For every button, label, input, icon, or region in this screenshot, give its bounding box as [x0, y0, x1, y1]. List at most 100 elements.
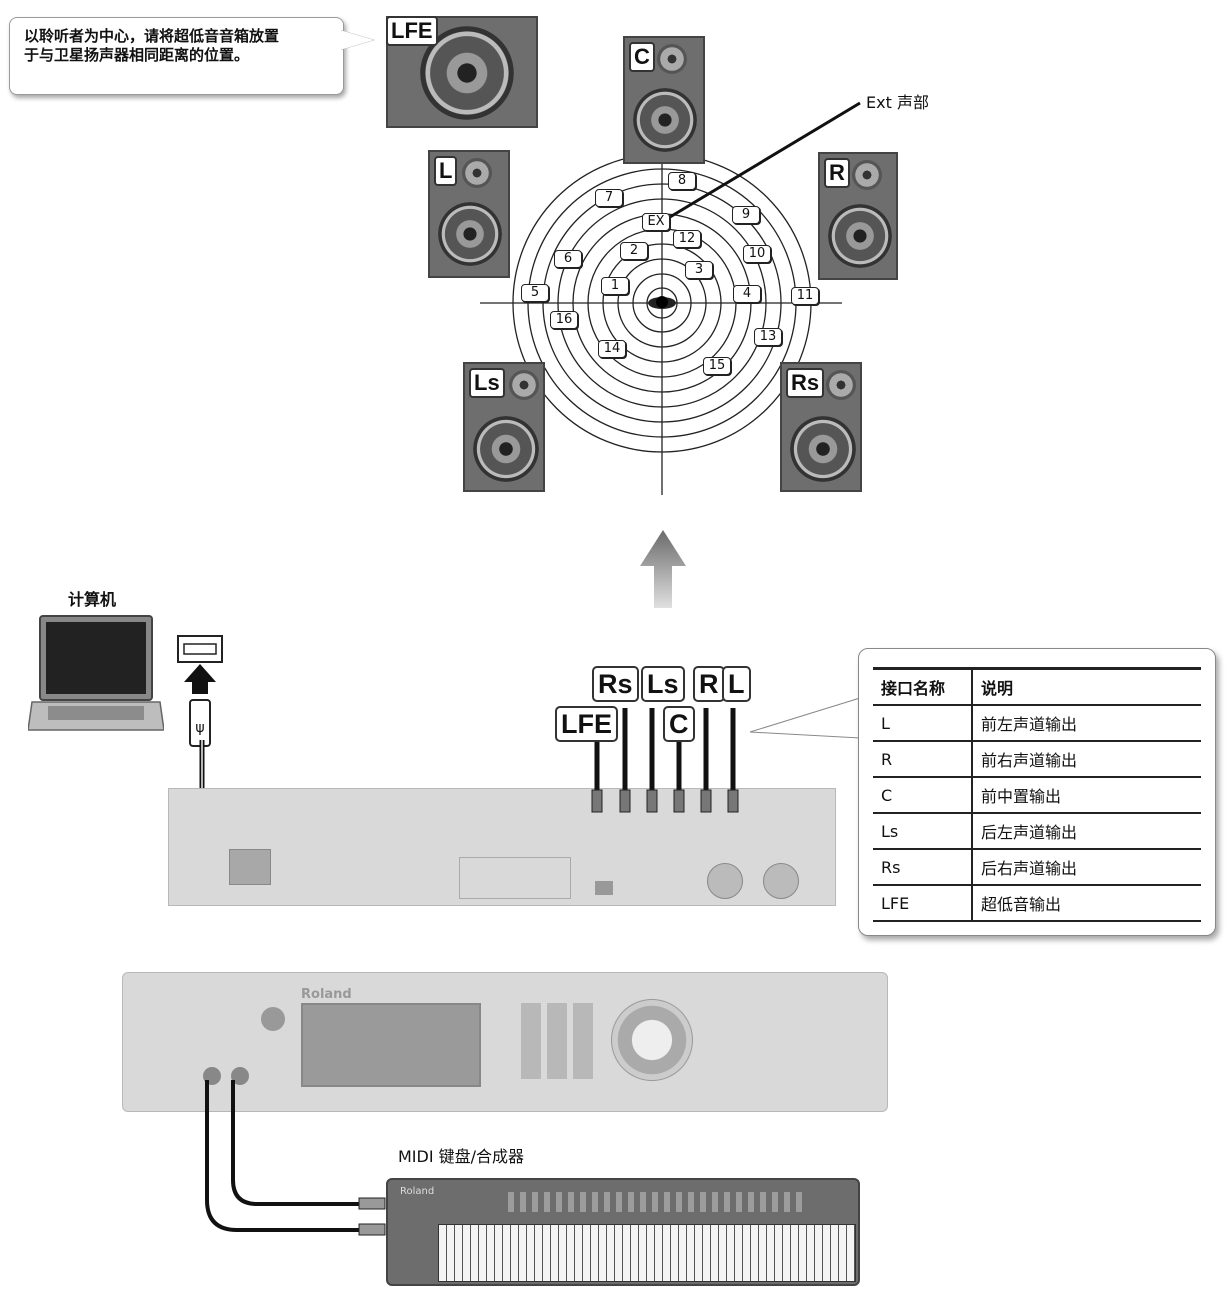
- speaker-center: C: [623, 36, 705, 164]
- zone-tag-2: 2: [620, 242, 648, 260]
- tweeter-icon: [657, 44, 687, 74]
- table-callout-tail: [749, 697, 861, 739]
- speaker-label-rs: Rs: [786, 368, 825, 398]
- speaker-left-surround: Ls: [463, 362, 545, 492]
- callout-line-2: 于与卫星扬声器相同距离的位置。: [24, 46, 250, 64]
- tweeter-icon: [462, 158, 492, 188]
- jack-label-ls: Ls: [641, 666, 685, 702]
- zone-tag-13: 13: [754, 328, 782, 346]
- speaker-label-ls: Ls: [469, 368, 505, 398]
- zone-tag-9: 9: [732, 206, 760, 224]
- woofer-icon: [438, 202, 502, 266]
- usb-connection: ψ: [177, 635, 223, 747]
- header-port-name: 接口名称: [873, 667, 973, 705]
- listening-field: [480, 130, 842, 495]
- zone-tag-5: 5: [521, 284, 549, 302]
- zone-tag-12: 12: [673, 230, 701, 248]
- woofer-icon: [633, 88, 697, 152]
- jack-label-c: C: [663, 706, 695, 742]
- xlr-out-1: [707, 863, 743, 899]
- tweeter-icon: [852, 160, 882, 190]
- port-description: 前右声道输出: [972, 740, 1201, 777]
- usb-port: [595, 881, 613, 895]
- speaker-label-lfe: LFE: [386, 16, 438, 46]
- zone-tag-16: 16: [550, 311, 578, 329]
- placement-callout: 以聆听者为中心，请将超低音音箱放置 于与卫星扬声器相同距离的位置。: [9, 17, 344, 95]
- port-name: Ls: [873, 812, 973, 849]
- port-name: R: [873, 740, 973, 777]
- button-grid: [521, 1003, 595, 1079]
- midi-ports: [459, 857, 571, 899]
- subwoofer-lfe: LFE: [386, 16, 538, 128]
- port-description: 后左声道输出: [972, 812, 1201, 849]
- callout-line-1: 以聆听者为中心，请将超低音音箱放置: [24, 27, 280, 45]
- zone-tag-10: 10: [743, 245, 771, 263]
- zone-tag-8: 8: [668, 172, 696, 190]
- port-description: 超低音输出: [972, 884, 1201, 922]
- port-name: L: [873, 704, 973, 741]
- port-description: 后右声道输出: [972, 848, 1201, 885]
- rear-panel: [168, 788, 836, 906]
- zone-tag-4: 4: [733, 285, 761, 303]
- speaker-label-l: L: [434, 156, 458, 186]
- speaker-label-r: R: [824, 158, 850, 188]
- woofer-icon: [473, 416, 539, 482]
- brand-logo: Roland: [301, 987, 352, 1002]
- speaker-left: L: [428, 150, 510, 278]
- tweeter-icon: [826, 370, 856, 400]
- zone-tag-3: 3: [685, 261, 713, 279]
- port-description: 前左声道输出: [972, 704, 1201, 741]
- zone-tag-6: 6: [554, 250, 582, 268]
- xlr-out-2: [763, 863, 799, 899]
- keyboard-controls: [508, 1192, 808, 1212]
- jack-label-rs: Rs: [592, 666, 639, 702]
- table-header-row: 接口名称 说明: [873, 667, 1201, 705]
- zone-tag-11: 11: [791, 287, 819, 305]
- jack-label-lfe: LFE: [555, 706, 618, 742]
- svg-text:ψ: ψ: [195, 720, 204, 736]
- port-description: 前中置输出: [972, 776, 1201, 813]
- ext-pointer-line: [669, 101, 861, 219]
- piano-keys: [438, 1224, 856, 1282]
- output-cables: [591, 708, 739, 813]
- jack-label-r: R: [693, 666, 725, 702]
- zone-tag-7: 7: [595, 189, 623, 207]
- zone-tag-1: 1: [601, 277, 629, 295]
- jack-label-l: L: [722, 666, 751, 702]
- jog-dial: [611, 999, 693, 1081]
- callout-tail: [340, 30, 374, 50]
- ext-label: Ext 声部: [866, 93, 929, 112]
- volume-knob: [261, 1007, 285, 1031]
- woofer-icon: [790, 416, 856, 482]
- tweeter-icon: [509, 370, 539, 400]
- zone-tag-14: 14: [598, 340, 626, 358]
- speaker-right-surround: Rs: [780, 362, 862, 492]
- computer-label: 计算机: [68, 590, 117, 609]
- zone-tag-ex: EX: [642, 213, 670, 231]
- speaker-right: R: [818, 152, 898, 280]
- woofer-icon: [828, 204, 892, 268]
- midi-keyboard-label: MIDI 键盘/合成器: [398, 1147, 525, 1166]
- port-name: Rs: [873, 848, 973, 885]
- port-name: C: [873, 776, 973, 813]
- keyboard-brand: Roland: [400, 1186, 435, 1197]
- input-jack-2: [231, 1067, 249, 1085]
- signal-up-arrow-icon: [640, 530, 686, 608]
- midi-keyboard: Roland: [386, 1178, 860, 1286]
- laptop-icon: [28, 615, 164, 731]
- power-inlet: [229, 849, 271, 885]
- port-name: LFE: [873, 884, 973, 922]
- lcd-display: [301, 1003, 481, 1087]
- keyboard-cables: [205, 1080, 386, 1236]
- speaker-label-c: C: [629, 42, 655, 72]
- front-panel: Roland: [122, 972, 888, 1112]
- header-description: 说明: [972, 667, 1201, 705]
